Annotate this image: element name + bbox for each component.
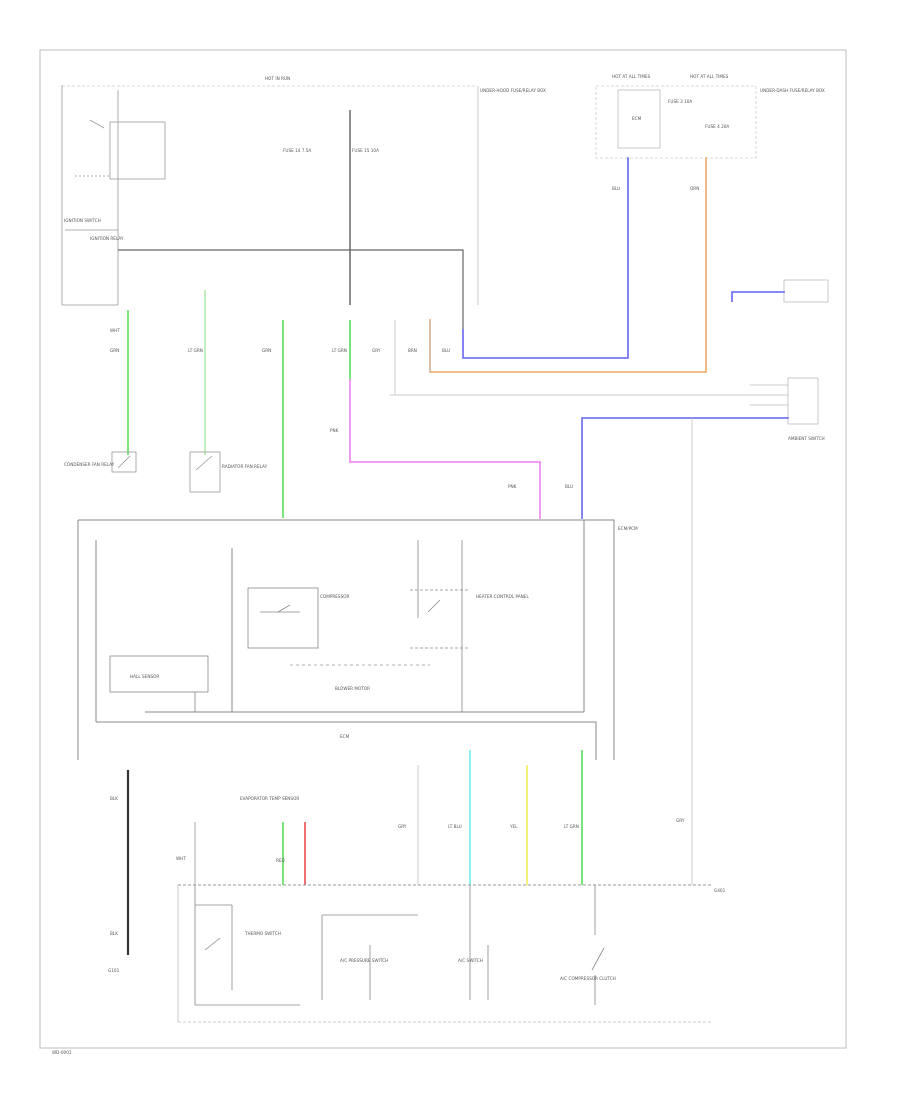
right-blue-stub [731, 291, 785, 297]
g401-label: G401 [714, 888, 726, 893]
compressor-label: COMPRESSOR [320, 594, 350, 599]
hall-sensor-label: HALL SENSOR [130, 674, 159, 679]
wire-label-blu-2: BLU [442, 348, 450, 353]
fan-control-relay [410, 540, 470, 712]
thermo-label: THERMO SWITCH [244, 931, 281, 936]
clutch-switch-symbol [591, 885, 605, 1005]
wire-label-blk-1: BLK [110, 796, 118, 801]
diagram-frame [39, 49, 847, 1049]
wire-label-pnk-1: PNK [330, 428, 339, 433]
pressure-label: A/C PRESSURE SWITCH [340, 958, 388, 963]
compressor-relay [247, 587, 319, 649]
wire-label-ltgrn-2: LT GRN [332, 348, 347, 353]
wire-label-ltblu: LT BLU [448, 824, 462, 829]
hall-sensor-box [109, 655, 209, 693]
wire-label-ltgrn-1: LT GRN [188, 348, 203, 353]
ecm-sub-label: ECM/PCM [618, 526, 638, 531]
ecm-label: ECM [340, 734, 350, 739]
wire-label-ltgrn-3: LT GRN [564, 824, 579, 829]
blue-wire [462, 157, 629, 359]
right-connector-top [783, 279, 829, 303]
fuse-b-label: FUSE 15 10A [352, 148, 379, 153]
cond-fan-label: CONDENSER FAN RELAY [64, 462, 115, 467]
wire-label-blu-3: BLU [565, 484, 573, 489]
wire-label-grn-1: GRN [110, 348, 119, 353]
wire-label-wht-2: WHT [176, 856, 186, 861]
evap-sensor-label: EVAPORATOR TEMP SENSOR [240, 796, 299, 801]
wire-label-gry-3: GRY [676, 818, 685, 823]
wire-label-blu: BLU [612, 186, 620, 191]
g101-label: G101 [108, 968, 120, 973]
wire-label-gry: GRY [372, 348, 381, 353]
amb-sw-label: AMBIENT SWITCH [788, 436, 825, 441]
footer-code: WD-0001 [52, 1050, 72, 1055]
wire-label-wht-1: WHT [110, 328, 120, 333]
ign-relay-wire [118, 249, 464, 330]
pink-wire [349, 379, 541, 519]
wire-label-red: RED [276, 858, 285, 863]
wire-label-blk-2: BLK [110, 931, 118, 936]
fuse-c-label: FUSE 3 10A [668, 99, 692, 104]
ign-relay-label: IGNITION RELAY [90, 236, 124, 241]
ignition-switch-block [61, 85, 166, 306]
wire-label-grn-2: GRN [262, 348, 271, 353]
thermo-switch-symbol [194, 885, 300, 1006]
ecm-small-label: ECM [632, 116, 642, 121]
rad-fan-label: RADIATOR FAN RELAY [222, 464, 268, 469]
cond-fan-relay-symbol [111, 451, 137, 473]
wire-label-yel: YEL [509, 824, 518, 829]
wire-label-orn: ORN [690, 186, 699, 191]
wire-label-gry-2: GRY [398, 824, 407, 829]
all-times-label: HOT AT ALL TIMES [612, 74, 651, 79]
blower-label: BLOWER MOTOR [335, 686, 370, 691]
underdash-box [595, 85, 757, 159]
clutch-label: A/C COMPRESSOR CLUTCH [560, 976, 616, 981]
under-hood-box-label: UNDER-HOOD FUSE/RELAY BOX [480, 88, 546, 93]
fuse-d-label: FUSE 4 20A [705, 124, 729, 129]
wire-label-brn: BRN [408, 348, 417, 353]
a-c-switch-label: A/C SWITCH [458, 958, 483, 963]
right-connector-bottom [787, 377, 819, 425]
fuse-a-label: FUSE 14 7.5A [283, 148, 311, 153]
blue-wire-lower [581, 417, 789, 519]
hot-in-run-label: HOT IN RUN [265, 76, 290, 81]
ecm-module [77, 519, 615, 760]
rad-fan-relay-symbol [189, 451, 221, 493]
under-dash-box-label: UNDER-DASH FUSE/RELAY BOX [760, 88, 825, 93]
underdash-relay [617, 89, 661, 149]
ign-switch-label: IGNITION SWITCH [64, 218, 101, 223]
hot-at-all-label: HOT AT ALL TIMES [690, 74, 729, 79]
pressure-switch-group [321, 885, 489, 1000]
orange-wire [429, 157, 707, 373]
wire-label-pnk-2: PNK [508, 484, 517, 489]
heater-label: HEATER CONTROL PANEL [476, 594, 529, 599]
